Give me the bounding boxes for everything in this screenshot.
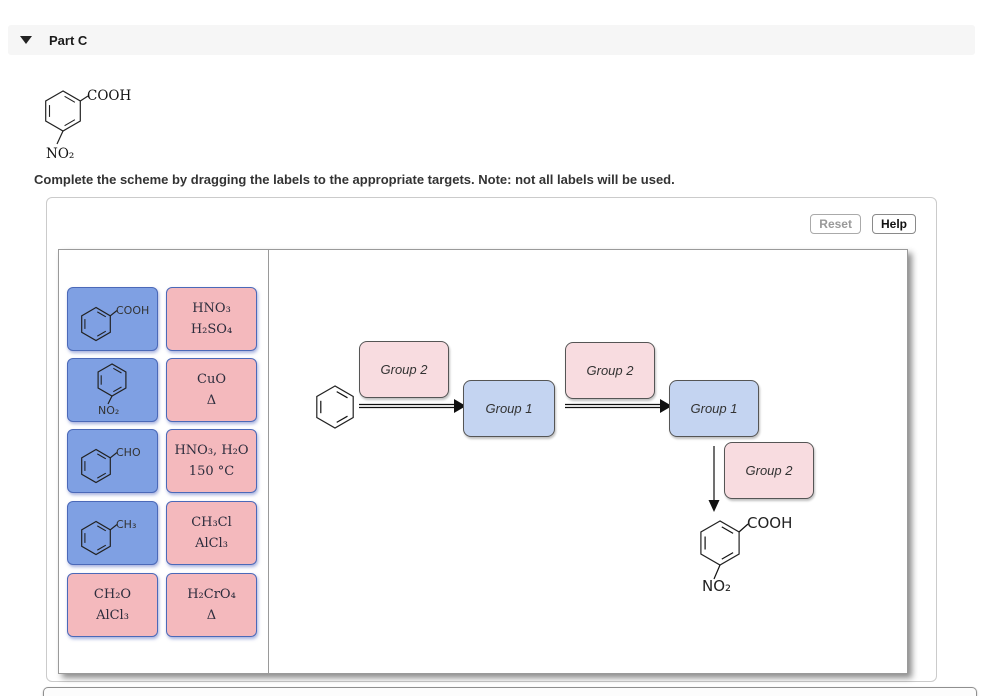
label-hno3-h2so4[interactable]: HNO₃ H₂SO₄	[166, 287, 257, 351]
substituent-label: COOH	[116, 304, 149, 317]
reagent-line: AlCl₃	[195, 536, 228, 551]
label-ch3cl-alcl3[interactable]: CH₃Cl AlCl₃	[166, 501, 257, 565]
label-cuo-heat[interactable]: CuO Δ	[166, 358, 257, 422]
substituent-label: NO₂	[98, 404, 119, 417]
question-no2-label: NO₂	[46, 146, 74, 162]
reset-button[interactable]: Reset	[810, 214, 861, 234]
substituent-label: CHO	[116, 446, 141, 459]
label-hno3-h2o-150c[interactable]: HNO₃, H₂O 150 °C	[166, 429, 257, 493]
reagent-line: CH₂O	[93, 587, 132, 602]
reagent-line: AlCl₃	[96, 608, 129, 623]
instruction-text: Complete the scheme by dragging the labe…	[34, 172, 675, 187]
part-title: Part C	[49, 32, 88, 48]
target-intermediate2-group1[interactable]: Group 1	[669, 380, 759, 437]
reagent-line: Δ	[206, 393, 217, 408]
activity-container: Reset Help COOH HNO₃ H₂SO₄	[46, 197, 937, 682]
label-toluene[interactable]: CH₃	[67, 501, 158, 565]
help-button[interactable]: Help	[871, 214, 916, 234]
reaction-arrow-down	[708, 446, 720, 512]
target-step1-group2[interactable]: Group 2	[359, 341, 449, 398]
activity-canvas: COOH HNO₃ H₂SO₄ NO₂ CuO Δ	[58, 249, 908, 674]
benzene-ring	[81, 448, 111, 484]
question-cooh-label: COOH	[87, 88, 131, 104]
reagent-line: CuO	[197, 372, 226, 387]
label-benzaldehyde[interactable]: CHO	[67, 429, 158, 493]
benzene-ring	[81, 306, 111, 342]
benzene-ring	[45, 90, 81, 132]
label-benzoic-acid[interactable]: COOH	[67, 287, 158, 351]
product-cooh-label: COOH	[747, 514, 792, 532]
label-nitrobenzene[interactable]: NO₂	[67, 358, 158, 422]
reagent-line: H₂SO₄	[190, 322, 233, 337]
reagent-line: Δ	[206, 608, 217, 623]
collapse-triangle-icon[interactable]	[20, 36, 32, 44]
next-section-edge	[43, 687, 977, 696]
benzene-start-structure	[316, 385, 354, 429]
product-no2-label: NO₂	[702, 577, 731, 595]
question-structure-figure: COOH NO₂	[45, 88, 131, 162]
substituent-label: CH₃	[116, 518, 136, 531]
target-step2-group2[interactable]: Group 2	[565, 342, 655, 399]
part-header[interactable]: Part C	[8, 25, 975, 55]
reagent-line: HNO₃, H₂O	[174, 443, 249, 458]
reagent-line: HNO₃	[192, 301, 231, 316]
label-ch2o-alcl3[interactable]: CH₂O AlCl₃	[67, 573, 158, 637]
reagent-line: H₂CrO₄	[187, 587, 236, 602]
label-palette: COOH HNO₃ H₂SO₄ NO₂ CuO Δ	[59, 250, 269, 673]
reagent-line: 150 °C	[188, 464, 235, 479]
reaction-arrow-1	[359, 399, 466, 413]
reaction-arrow-2	[565, 399, 672, 413]
toolbar: Reset Help	[810, 214, 916, 234]
benzene-ring	[81, 520, 111, 556]
reaction-scheme: COOH NO₂ Group 2 Group 1 Group 2 Group 1…	[268, 250, 907, 673]
target-step3-group2[interactable]: Group 2	[724, 442, 814, 499]
reagent-line: CH₃Cl	[191, 515, 232, 530]
benzene-ring	[97, 363, 127, 397]
product-structure: COOH NO₂	[700, 514, 792, 595]
scheme-figure: COOH NO₂	[316, 385, 792, 595]
label-h2cro4-heat[interactable]: H₂CrO₄ Δ	[166, 573, 257, 637]
target-intermediate1-group1[interactable]: Group 1	[463, 380, 555, 437]
